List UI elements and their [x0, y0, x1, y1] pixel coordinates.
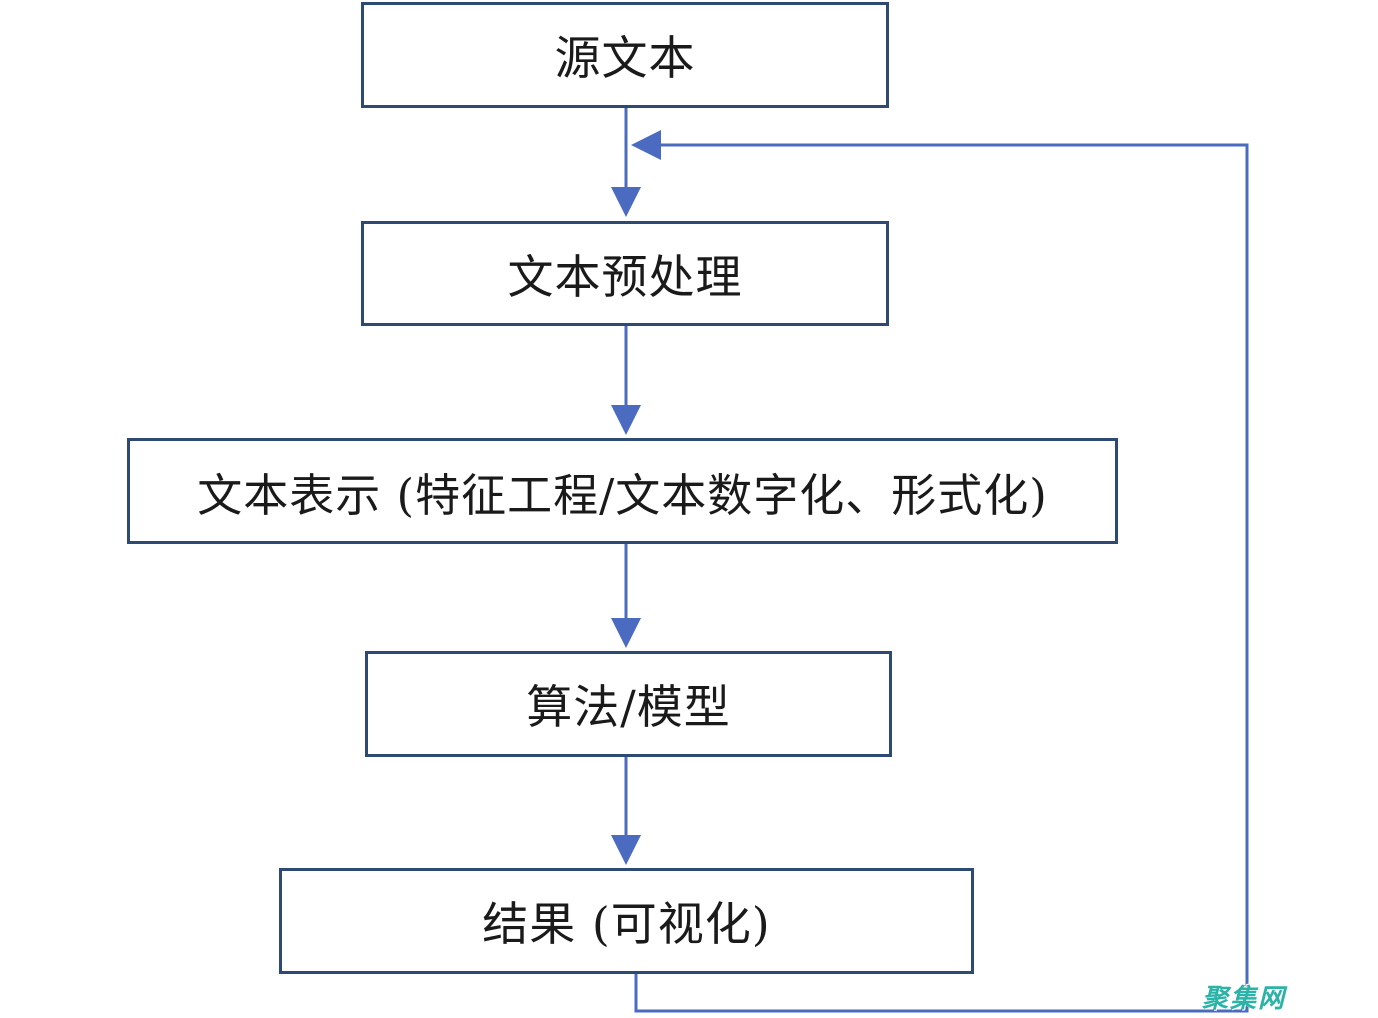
node-text-representation: 文本表示 (特征工程/文本数字化、形式化) — [127, 438, 1118, 544]
node-text-preprocessing: 文本预处理 — [361, 221, 889, 326]
node-result-label: 结果 (可视化) — [482, 897, 771, 951]
node-source-text-label: 源文本 — [554, 31, 696, 85]
node-result: 结果 (可视化) — [279, 868, 974, 974]
watermark-logo: 聚集网 — [1201, 983, 1286, 1014]
node-text-preprocessing-label: 文本预处理 — [507, 249, 743, 304]
node-source-text: 源文本 — [361, 2, 889, 108]
node-algorithm-model: 算法/模型 — [365, 651, 892, 757]
node-text-representation-label: 文本表示 (特征工程/文本数字化、形式化) — [197, 468, 1048, 522]
feedback-loop-line — [634, 143, 1249, 1013]
node-algorithm-model-label: 算法/模型 — [526, 680, 731, 734]
